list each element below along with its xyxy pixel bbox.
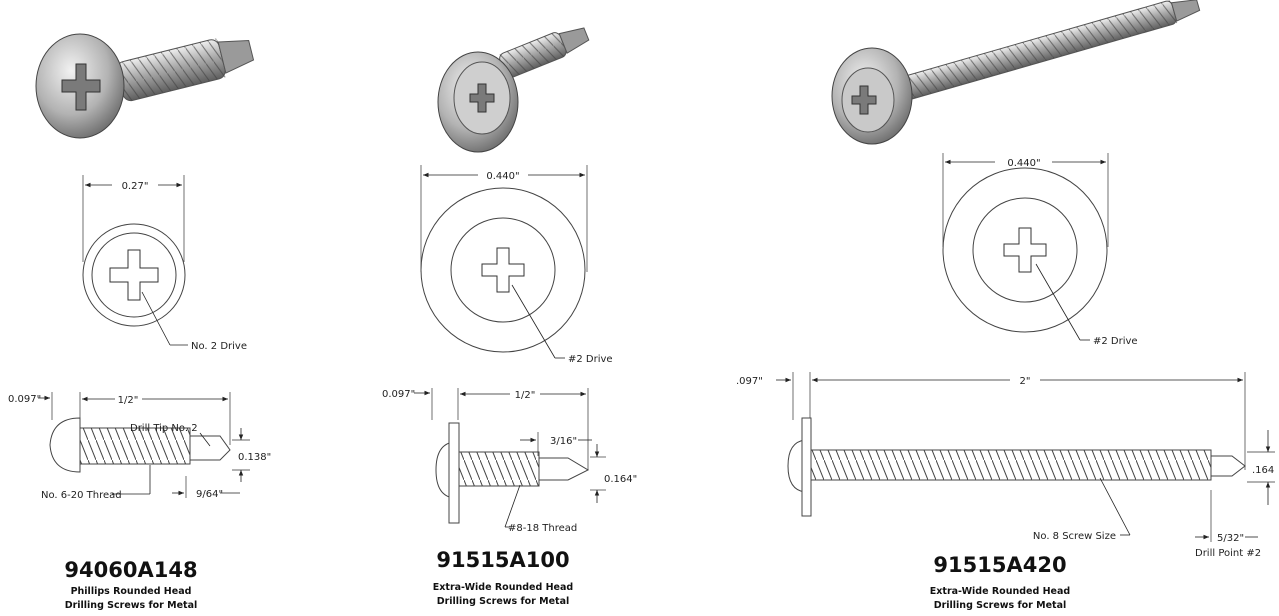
length-label: 1/2": [515, 390, 536, 401]
head-diameter-label: 0.440": [1007, 158, 1040, 169]
side-view-94060A148: 0.097" 1/2" Drill Tip No. 2 0.138" No. 6…: [8, 392, 271, 501]
side-view-91515A420: .097" 2" No. 8 Screw Size .164 5/32": [736, 372, 1275, 559]
description-line-2: Drilling Screws for Metal: [437, 596, 570, 607]
tip-length-label: 3/16": [550, 436, 577, 447]
drill-point-label: Drill Point #2: [1195, 548, 1261, 559]
drive-label: No. 2 Drive: [191, 341, 247, 352]
screw-render-91515A100: [437, 27, 590, 153]
description-line-1: Extra-Wide Rounded Head: [433, 582, 573, 593]
tip-diameter-label: .164: [1252, 465, 1274, 476]
head-top-view-91515A420: 0.440" #2 Drive: [942, 153, 1138, 347]
part-number: 94060A148: [64, 558, 197, 582]
head-top-view-91515A100: 0.440" #2 Drive: [420, 165, 613, 365]
description-line-1: Phillips Rounded Head: [71, 586, 192, 597]
screw-render-94060A148: [35, 33, 255, 139]
product-91515A100: 0.440" #2 Drive 0.097" 1/2" 3/16": [382, 27, 637, 607]
description-line-1: Extra-Wide Rounded Head: [930, 586, 1070, 597]
head-height-label: .097": [736, 376, 763, 387]
head-height-label: 0.097": [8, 394, 41, 405]
length-label: 2": [1020, 376, 1031, 387]
drive-label: #2 Drive: [568, 354, 613, 365]
tip-diameter-label: 0.164": [604, 474, 637, 485]
drive-label: #2 Drive: [1093, 336, 1138, 347]
product-94060A148: 0.27" No. 2 Drive 0.097" 1/2" Drill Tip …: [8, 33, 271, 611]
drill-tip-label: Drill Tip No. 2: [130, 423, 198, 434]
description-line-2: Drilling Screws for Metal: [65, 600, 198, 611]
length-label: 1/2": [118, 395, 139, 406]
head-diameter-label: 0.27": [122, 181, 149, 192]
thread-label: No. 6-20 Thread: [41, 490, 122, 501]
head-top-view-94060A148: 0.27" No. 2 Drive: [82, 175, 247, 352]
part-number: 91515A100: [436, 548, 569, 572]
head-diameter-label: 0.440": [486, 171, 519, 182]
head-height-label: 0.097": [382, 389, 415, 400]
tip-diameter-label: 0.138": [238, 452, 271, 463]
screw-render-91515A420: [831, 0, 1201, 145]
product-91515A420: 0.440" #2 Drive .097" 2" No. 8 Screw Siz…: [736, 0, 1275, 611]
screw-size-label: No. 8 Screw Size: [1033, 531, 1116, 542]
description-line-2: Drilling Screws for Metal: [934, 600, 1067, 611]
side-view-91515A100: 0.097" 1/2" 3/16" 0.164" #8-18 Thread: [382, 388, 637, 534]
thread-label: #8-18 Thread: [508, 523, 577, 534]
tip-length-label: 5/32": [1217, 533, 1244, 544]
tip-length-label: 9/64": [196, 489, 223, 500]
part-number: 91515A420: [933, 553, 1066, 577]
